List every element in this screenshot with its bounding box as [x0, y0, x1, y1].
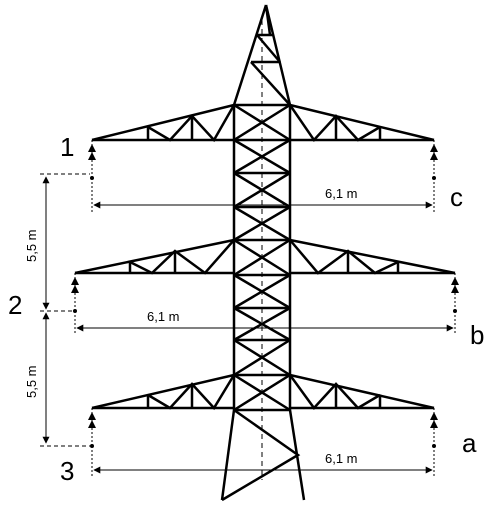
tower-legs — [220, 408, 306, 502]
phase-label-c: c — [450, 182, 463, 212]
tower-peak — [232, 4, 292, 106]
insulator-icon — [71, 273, 79, 313]
insulator-icon — [88, 140, 96, 180]
cross-arm-1 — [91, 103, 435, 143]
horizontal-dimensions — [74, 182, 456, 478]
insulator-icon — [430, 408, 438, 448]
arm-label-1: 1 — [60, 132, 74, 162]
vertical-label-lower: 5,5 m — [24, 365, 39, 398]
insulator-icon — [88, 408, 96, 448]
vertical-dimensions — [40, 173, 90, 447]
insulator-icon — [430, 140, 438, 180]
arm-label-2: 2 — [8, 290, 22, 320]
span-label-top: 6,1 m — [325, 186, 358, 201]
insulators — [71, 140, 459, 448]
cross-arm-3 — [91, 373, 435, 411]
span-label-bottom: 6,1 m — [325, 451, 358, 466]
insulator-icon — [451, 273, 459, 313]
vertical-label-upper: 5,5 m — [24, 229, 39, 262]
phase-label-a: a — [462, 428, 477, 458]
span-label-middle: 6,1 m — [147, 309, 180, 324]
phase-label-b: b — [470, 320, 484, 350]
cross-arm-2 — [74, 238, 456, 275]
arm-label-3: 3 — [60, 456, 74, 486]
